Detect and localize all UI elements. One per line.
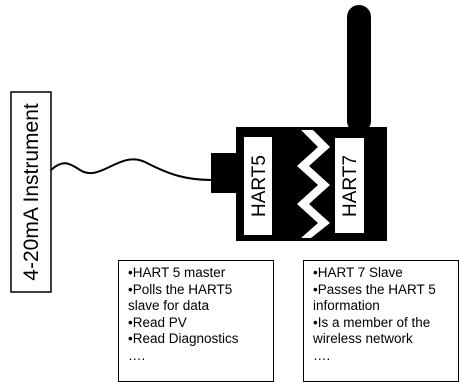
note-line: •Polls the HART5	[128, 281, 233, 297]
hart5-plate	[244, 137, 272, 235]
instrument-label: 4-20mA Instrument	[20, 103, 43, 281]
note-line: •Read Diagnostics	[128, 331, 239, 347]
note-line: wireless network	[313, 331, 413, 347]
note-line: •Read PV	[128, 314, 187, 330]
cable	[50, 158, 213, 181]
antenna	[347, 5, 371, 133]
hart7-plate	[335, 138, 364, 233]
note-line: information	[313, 298, 380, 314]
zigzag-divider	[297, 130, 330, 238]
note-line: •HART 5 master	[128, 265, 226, 280]
note-line: •HART 7 Slave	[313, 265, 403, 280]
note-hart5-master: •HART 5 master •Polls the HART5 slave fo…	[118, 260, 274, 382]
note-line: •Passes the HART 5	[313, 281, 436, 297]
note-hart7-slave: •HART 7 Slave •Passes the HART 5 informa…	[303, 260, 459, 382]
hart7-label: HART7	[340, 155, 361, 217]
connector	[211, 153, 238, 193]
note-line: ….	[313, 347, 331, 363]
note-line: ….	[128, 347, 146, 363]
hart5-label: HART5	[249, 155, 270, 217]
note-line: •Is a member of the	[313, 314, 431, 330]
note-line: slave for data	[128, 298, 210, 314]
instrument-box: 4-20mA Instrument	[10, 91, 52, 293]
